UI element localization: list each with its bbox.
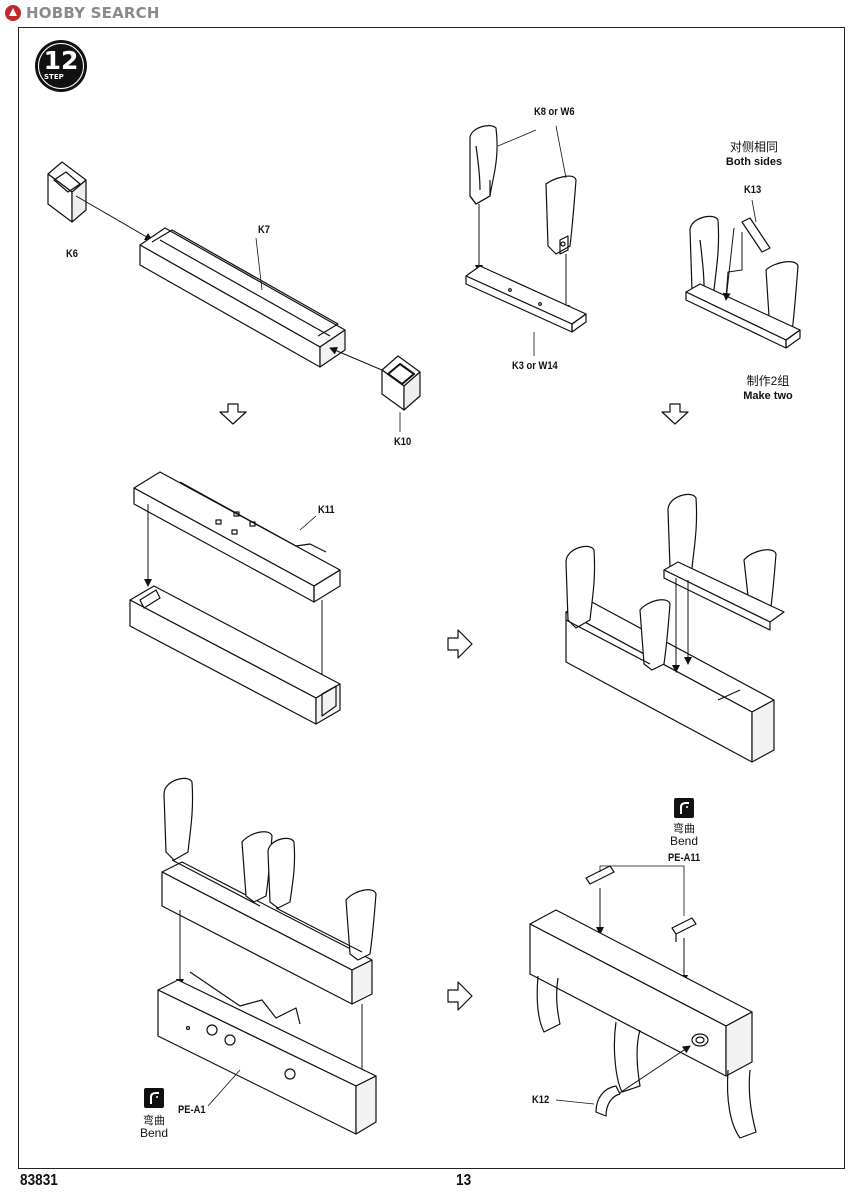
kit-number: 83831 — [20, 1172, 58, 1189]
label-k7: K7 — [258, 224, 270, 236]
arrow-k12 — [618, 1045, 691, 1094]
label-make-two-en: Make two — [743, 390, 793, 402]
label-pe-a11: PE-A11 — [668, 852, 701, 864]
part-k13-assembly — [686, 216, 800, 348]
label-k3-or-w14: K3 or W14 — [512, 360, 558, 372]
label-k6: K6 — [66, 248, 78, 260]
label-k10: K10 — [394, 436, 412, 448]
part-k12 — [596, 1086, 620, 1116]
part-k11 — [134, 472, 340, 602]
step-ring — [38, 43, 84, 89]
label-k8-or-w6: K8 or W6 — [534, 106, 575, 118]
part-w6-right — [546, 176, 576, 254]
label-k12: K12 — [532, 1094, 550, 1106]
leader-pe-a1 — [208, 1070, 240, 1106]
bend-note-en: Bend — [139, 1126, 169, 1140]
leader-k12 — [556, 1100, 594, 1104]
label-pe-a1: PE-A1 — [178, 1104, 206, 1116]
step-badge: 12 STEP — [35, 40, 87, 92]
part-k6 — [48, 162, 86, 222]
page-number: 13 — [456, 1172, 472, 1189]
assembly-panel6-top — [162, 778, 376, 1004]
beam-assembly-panel4 — [130, 586, 340, 724]
bend-note-cn: 弯曲 — [673, 823, 695, 835]
part-pe-a1 — [158, 972, 376, 1134]
step-label: STEP — [44, 73, 64, 81]
bend-note-en: Bend — [669, 834, 699, 848]
flow-arrow-right-upper — [448, 630, 472, 658]
label-both-sides-cn: 对侧相同 — [729, 140, 778, 154]
hobby-search-logo-icon — [5, 5, 21, 21]
watermark: HOBBY SEARCH — [4, 3, 160, 23]
flow-arrow-right-lower — [448, 982, 472, 1010]
leader-k7 — [256, 238, 262, 290]
part-k8-left — [470, 126, 497, 204]
flow-arrow-down-left — [220, 404, 246, 424]
leader-pe-a11 — [600, 866, 684, 916]
part-k10 — [382, 356, 420, 410]
part-pe-a11 — [586, 866, 696, 942]
assembly-panel7 — [530, 910, 756, 1138]
leader-k13 — [752, 200, 756, 222]
part-k3 — [466, 266, 586, 332]
label-k11: K11 — [318, 504, 335, 516]
label-both-sides-en: Both sides — [725, 156, 783, 168]
leader-k11 — [300, 516, 316, 530]
bend-note-cn: 弯曲 — [143, 1115, 165, 1127]
bend-icon — [674, 798, 694, 818]
assembly-panel5 — [566, 494, 784, 762]
label-make-two-cn: 制作2组 — [746, 374, 790, 388]
arrow-k6 — [76, 196, 153, 241]
page-frame — [18, 27, 845, 1169]
bend-icon — [144, 1088, 164, 1108]
label-k13: K13 — [744, 184, 762, 196]
watermark-text: HOBBY SEARCH — [26, 4, 160, 22]
flow-arrow-down-right — [662, 404, 688, 424]
step-number: 12 — [43, 46, 79, 75]
part-k7 — [140, 228, 345, 367]
